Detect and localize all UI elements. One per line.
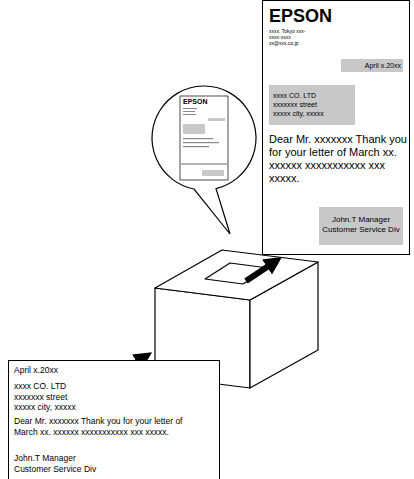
mini-field [183,108,197,109]
sender-address: xxxx, Tokyo xxx-xxxx-xxxx xx@xxx.co.jp [269,28,307,46]
mini-rule [181,164,227,165]
magnifier-bubble: EPSON [150,84,260,244]
signature-field: John.T Manager Customer Service Div [319,207,403,245]
date-text: April x.20xx [343,61,401,70]
mini-field [202,170,224,176]
mini-page [180,96,228,180]
date-field: April x.20xx [341,59,403,72]
mini-field [208,118,225,121]
logo-text: EPSON [269,5,332,27]
logo-text: EPSON [183,98,208,106]
letter-body: Dear Mr. xxxxxxx Thank you for your lett… [269,133,409,185]
address-text: xxxx CO. LTD xxxxxxx street xxxxx city, … [14,381,89,413]
date-text: April x.20xx [14,365,58,375]
mini-field [183,124,205,134]
output-arrow [246,265,270,281]
mini-form [180,96,228,180]
mini-field [183,114,196,115]
address-text: xxxx CO. LTD xxxxxxx street xxxxx city, … [273,91,329,118]
output-page: EPSONxxxx, Tokyo xxx-xxxx-xxxx xx@xxx.co… [262,0,410,255]
mini-field [183,111,195,112]
signature-text: John.T Manager Customer Service Div [321,215,401,235]
letter-body: Dear Mr. xxxxxxx Thank you for your lett… [14,416,194,437]
mini-field [183,146,209,147]
mini-field [183,138,213,139]
input-page: April x.20xx xxxx CO. LTD xxxxxxx street … [8,360,220,479]
address-field: xxxx CO. LTD xxxxxxx street xxxxx city, … [269,85,355,125]
box-top-face [155,250,318,300]
bubble-shape [152,86,256,234]
signature-text: John.T Manager Customer Service Div [14,453,106,474]
bubble-outline [150,84,260,244]
mini-field [183,142,219,143]
